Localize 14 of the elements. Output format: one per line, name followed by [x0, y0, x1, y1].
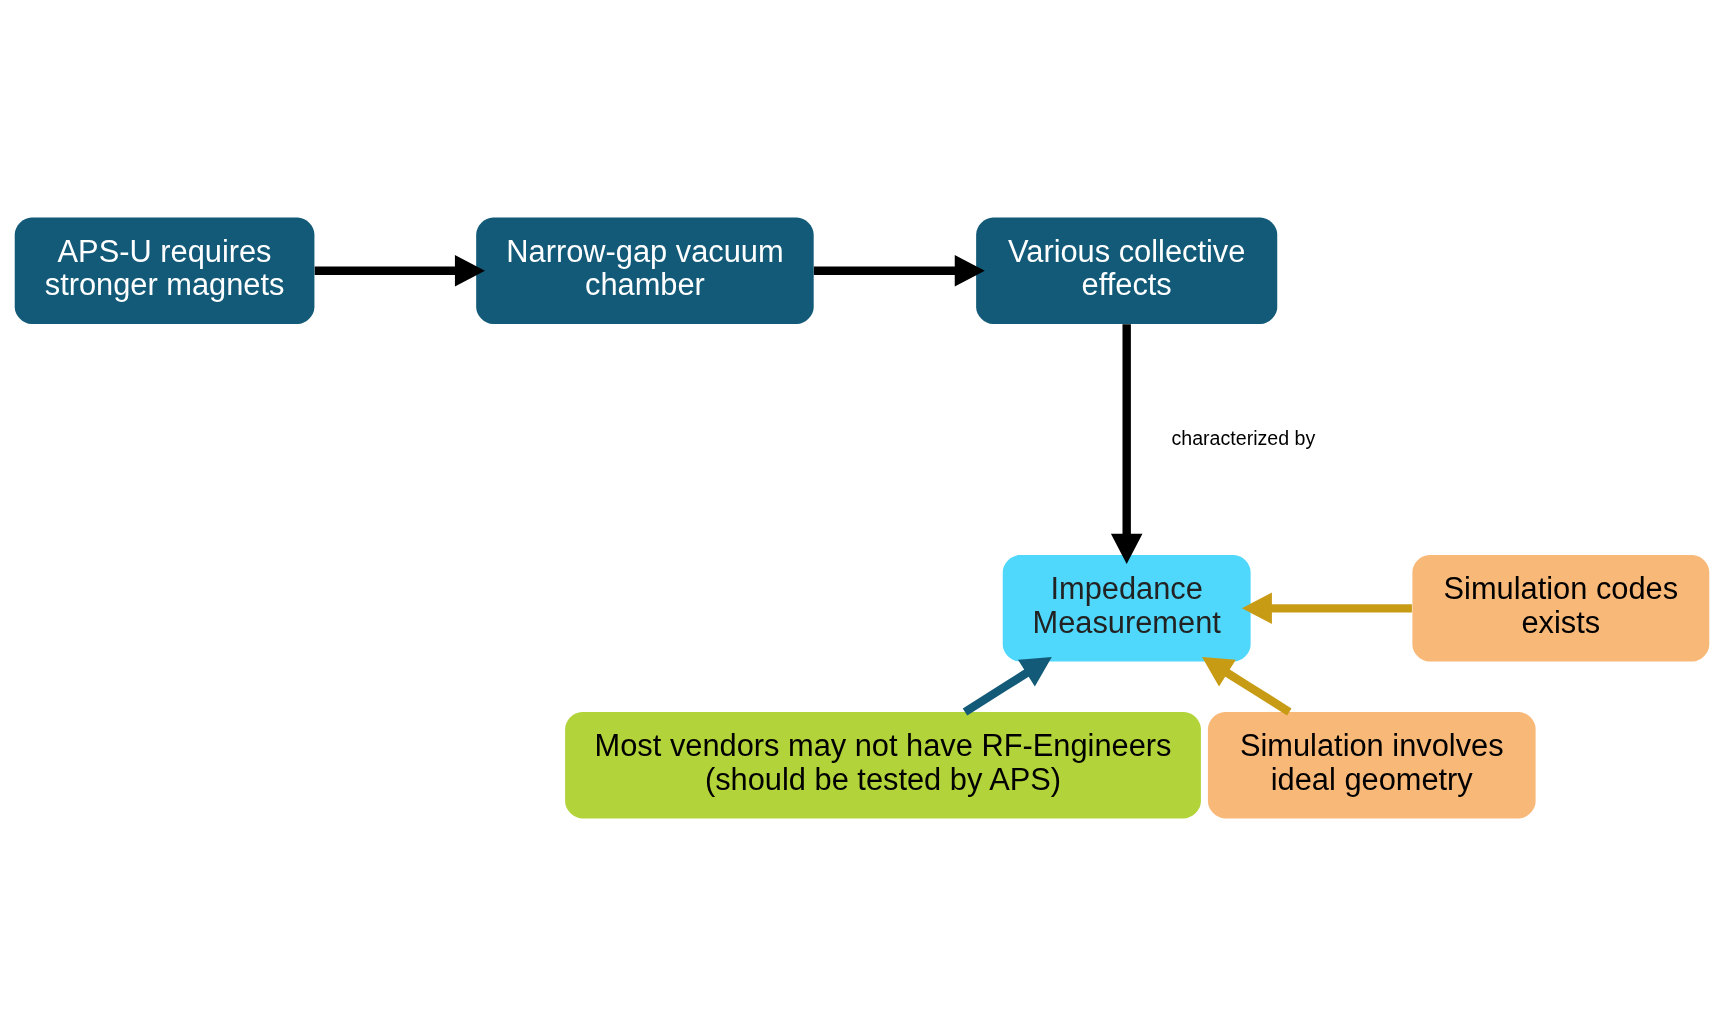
- arrow: [1110, 323, 1143, 564]
- node-box: Impedance Measurement: [1002, 554, 1251, 662]
- arrow: [813, 254, 985, 287]
- arrow: [314, 254, 485, 287]
- arrow: [1202, 656, 1292, 715]
- node-box: APS-U requires stronger magnets: [14, 217, 315, 324]
- node-box: Simulation involves ideal geometry: [1207, 711, 1536, 818]
- edge-label: characterized by: [1171, 426, 1316, 449]
- arrow: [1241, 592, 1412, 624]
- node-box: Most vendors may not have RF-Engineers (should be tested by APS): [565, 711, 1201, 818]
- node-box: Various collective effects: [976, 217, 1278, 324]
- node-box: Narrow-gap vacuum chamber: [476, 217, 814, 324]
- node-box: Simulation codes exists: [1412, 554, 1710, 662]
- arrow: [962, 656, 1052, 715]
